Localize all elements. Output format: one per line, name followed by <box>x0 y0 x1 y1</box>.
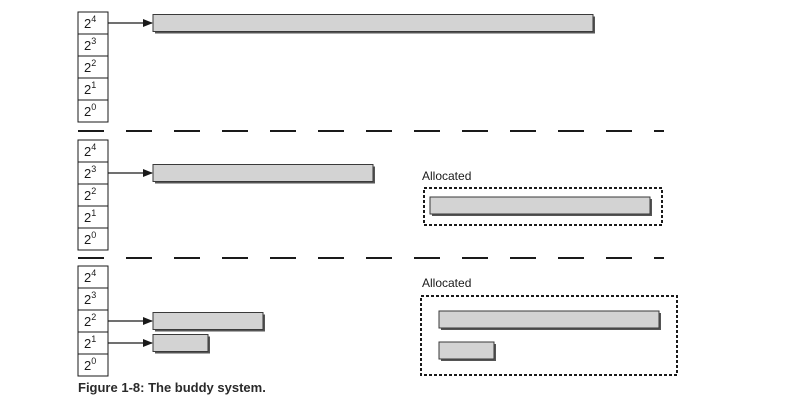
free-block <box>152 312 265 332</box>
size-class-cell <box>77 99 109 123</box>
size-class-label: 22 <box>84 58 96 75</box>
size-class-label: 20 <box>84 356 96 373</box>
free-block <box>152 334 210 354</box>
block-body <box>152 164 374 182</box>
size-class-label: 23 <box>84 290 96 307</box>
allocated-block <box>429 196 652 216</box>
size-class-label: 21 <box>84 80 96 97</box>
allocated-block <box>438 341 496 361</box>
panel-1: 24 23 22 21 20 <box>77 11 595 123</box>
panel-3: 24 23 22 21 20 Allocated <box>77 265 678 377</box>
allocated-label: Allocated <box>422 276 471 290</box>
size-class-label: 22 <box>84 186 96 203</box>
size-class-label: 21 <box>84 208 96 225</box>
size-class-label: 24 <box>84 142 96 159</box>
size-class-label: 22 <box>84 312 96 329</box>
size-class-label: 20 <box>84 230 96 247</box>
panels-layer: 24232221202423222120Allocated2423222120A… <box>77 11 678 377</box>
free-block <box>152 14 595 34</box>
size-class-cell <box>77 227 109 251</box>
size-class-cell <box>77 353 109 377</box>
allocated-region <box>420 295 678 376</box>
allocated-label: Allocated <box>422 169 471 183</box>
block-body <box>152 14 594 32</box>
allocated-region <box>423 187 663 226</box>
size-class-label: 20 <box>84 102 96 119</box>
size-class-label: 24 <box>84 268 96 285</box>
panel-2: 24 23 22 21 20 Allocated <box>77 139 663 251</box>
figure-caption: Figure 1-8: The buddy system. <box>78 380 266 395</box>
free-block <box>152 164 375 184</box>
size-class-label: 23 <box>84 36 96 53</box>
size-class-label: 23 <box>84 164 96 181</box>
block-body <box>152 334 209 352</box>
block-body <box>429 196 651 215</box>
block-body <box>438 341 495 360</box>
size-class-label: 24 <box>84 14 96 31</box>
allocated-block <box>438 310 661 330</box>
block-body <box>152 312 264 330</box>
block-body <box>438 310 660 329</box>
size-class-label: 21 <box>84 334 96 351</box>
